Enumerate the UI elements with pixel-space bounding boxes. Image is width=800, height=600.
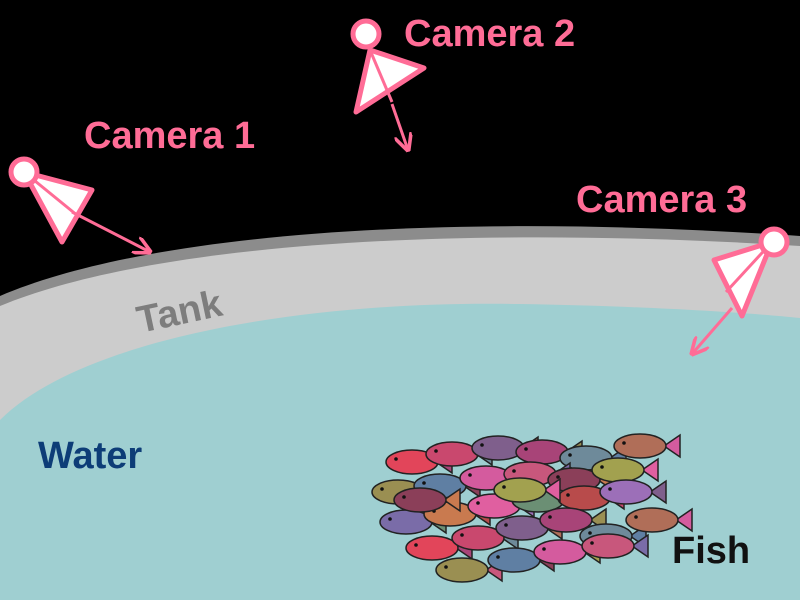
fish <box>625 507 693 533</box>
fish <box>393 487 461 513</box>
camera-1 <box>8 156 150 252</box>
camera-3-label: Camera 3 <box>576 179 747 221</box>
fish <box>451 525 519 551</box>
camera-2-edge <box>368 49 394 103</box>
camera-3-view-arrow <box>692 307 734 354</box>
fish-label: Fish <box>672 530 750 572</box>
camera-2-view-arrow <box>390 103 408 150</box>
fish <box>435 557 503 583</box>
camera-2-label: Camera 2 <box>404 13 575 55</box>
fish <box>613 433 681 459</box>
camera-2-lens <box>350 18 382 50</box>
camera-2 <box>350 18 427 150</box>
water-label: Water <box>38 435 142 477</box>
fish <box>599 479 667 505</box>
fish-school <box>371 433 693 583</box>
fish <box>581 533 649 559</box>
camera-3 <box>692 226 790 354</box>
fish <box>493 477 561 503</box>
camera-2-body <box>353 47 427 115</box>
fish <box>591 457 659 483</box>
camera-3-lens <box>758 226 790 258</box>
camera-1-view-arrow <box>71 210 150 252</box>
camera-1-label: Camera 1 <box>84 115 255 157</box>
camera-1-lens <box>8 156 40 188</box>
